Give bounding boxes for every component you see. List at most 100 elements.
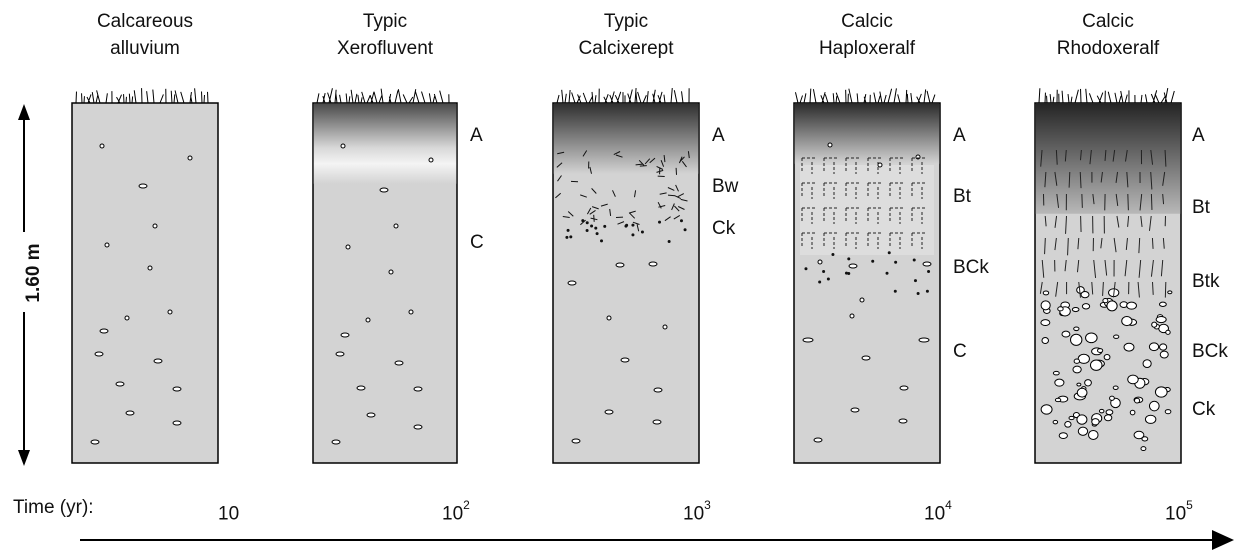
profile-typic-calcixerept <box>552 102 700 464</box>
pebble <box>652 419 662 425</box>
pebble <box>1165 329 1171 335</box>
pebble <box>571 438 581 444</box>
carbonate-dot <box>916 291 920 295</box>
horizon-label: BCk <box>1192 341 1228 362</box>
pebble <box>802 337 814 343</box>
pebble <box>153 358 163 364</box>
carbonate-dot <box>925 289 929 293</box>
prismatic-structure-marks <box>1039 149 1167 298</box>
pebble <box>172 420 182 426</box>
pebble <box>1061 330 1071 338</box>
pebble <box>1112 385 1119 390</box>
pebble <box>408 309 414 315</box>
pebble <box>1103 414 1113 422</box>
pebble <box>1068 415 1075 421</box>
carbonate-dot <box>912 258 916 262</box>
grass-tuft <box>556 88 690 104</box>
pebble <box>615 262 625 268</box>
carbonate-dot <box>595 232 599 236</box>
crack-layer <box>555 149 1167 298</box>
pebble <box>1098 408 1105 414</box>
horizon-label: C <box>953 341 967 362</box>
pebble <box>366 412 376 418</box>
carbonate-dot <box>640 230 644 234</box>
pebble <box>1103 353 1111 361</box>
pebble <box>125 410 135 416</box>
pebble <box>413 386 423 392</box>
carbonate-dot <box>871 259 875 263</box>
pebble <box>1052 419 1059 425</box>
pebble <box>620 357 630 363</box>
horizon-label: Bt <box>1192 197 1210 218</box>
horizon-label: Bw <box>712 176 739 197</box>
pebble <box>388 269 394 275</box>
pebble <box>1109 395 1115 401</box>
carbonate-dot <box>667 239 671 243</box>
time-value-3: 103 <box>683 498 711 525</box>
pebble <box>813 437 823 443</box>
pebble <box>138 183 148 189</box>
time-value-4: 104 <box>924 498 952 525</box>
pebble <box>662 324 668 330</box>
pebble <box>817 259 823 265</box>
pebble <box>1080 291 1090 299</box>
pebble <box>1133 430 1145 440</box>
pebble <box>1070 333 1083 346</box>
pebble <box>1113 334 1120 339</box>
carbonate-dot <box>594 226 598 230</box>
depth-scale-arrow <box>18 104 30 466</box>
carbonate-dot <box>625 223 629 227</box>
pebble <box>1040 404 1053 415</box>
carbonate-dot <box>887 251 891 255</box>
depth-scale-label: 1.60 m <box>23 243 44 303</box>
pebble <box>1127 374 1139 385</box>
carbonate-dot <box>569 235 573 239</box>
pebble <box>1054 397 1062 403</box>
pebble <box>90 439 100 445</box>
pebble <box>340 143 346 149</box>
pebble <box>99 143 105 149</box>
soil-structure-marks <box>555 150 690 232</box>
pebble <box>653 387 663 393</box>
pebble <box>859 297 865 303</box>
pebble <box>1129 409 1136 416</box>
pebble <box>1142 359 1152 369</box>
time-axis-label: Time (yr): <box>13 497 94 518</box>
pebble <box>394 360 404 366</box>
horizon-label: A <box>470 125 483 146</box>
pebble <box>335 351 345 357</box>
time-value-2: 102 <box>442 498 470 525</box>
pebble <box>1077 426 1089 436</box>
carbonate-dot <box>566 228 570 232</box>
pebble <box>567 280 577 286</box>
carbonate-dot <box>831 253 835 257</box>
pebble <box>345 244 351 250</box>
pebble <box>331 439 341 445</box>
profile-calcic-haploxeralf <box>793 102 941 464</box>
pebble <box>1089 359 1103 371</box>
carbonate-dot <box>658 220 662 224</box>
pebble <box>1057 306 1064 312</box>
pebble <box>1072 365 1082 374</box>
pebble <box>848 263 858 269</box>
carbonate-dot <box>603 224 607 228</box>
pebble <box>1106 300 1118 312</box>
pebble <box>1088 429 1099 440</box>
carbonate-dot <box>826 277 830 281</box>
pebble <box>356 385 366 391</box>
horizon-label: Bt <box>953 186 971 207</box>
horizon-label: BCk <box>953 257 989 278</box>
pebble <box>1091 418 1100 426</box>
pebble <box>1064 421 1072 428</box>
pebble <box>379 187 389 193</box>
pebble <box>850 407 860 413</box>
grass-tuft <box>794 88 936 104</box>
pebble <box>918 337 930 343</box>
profile-calcareous-alluvium <box>71 102 219 464</box>
carbonate-dot <box>818 280 822 284</box>
carbonate-dot <box>631 233 635 237</box>
pebble <box>1085 332 1098 344</box>
horizon-label: Ck <box>1192 399 1216 420</box>
